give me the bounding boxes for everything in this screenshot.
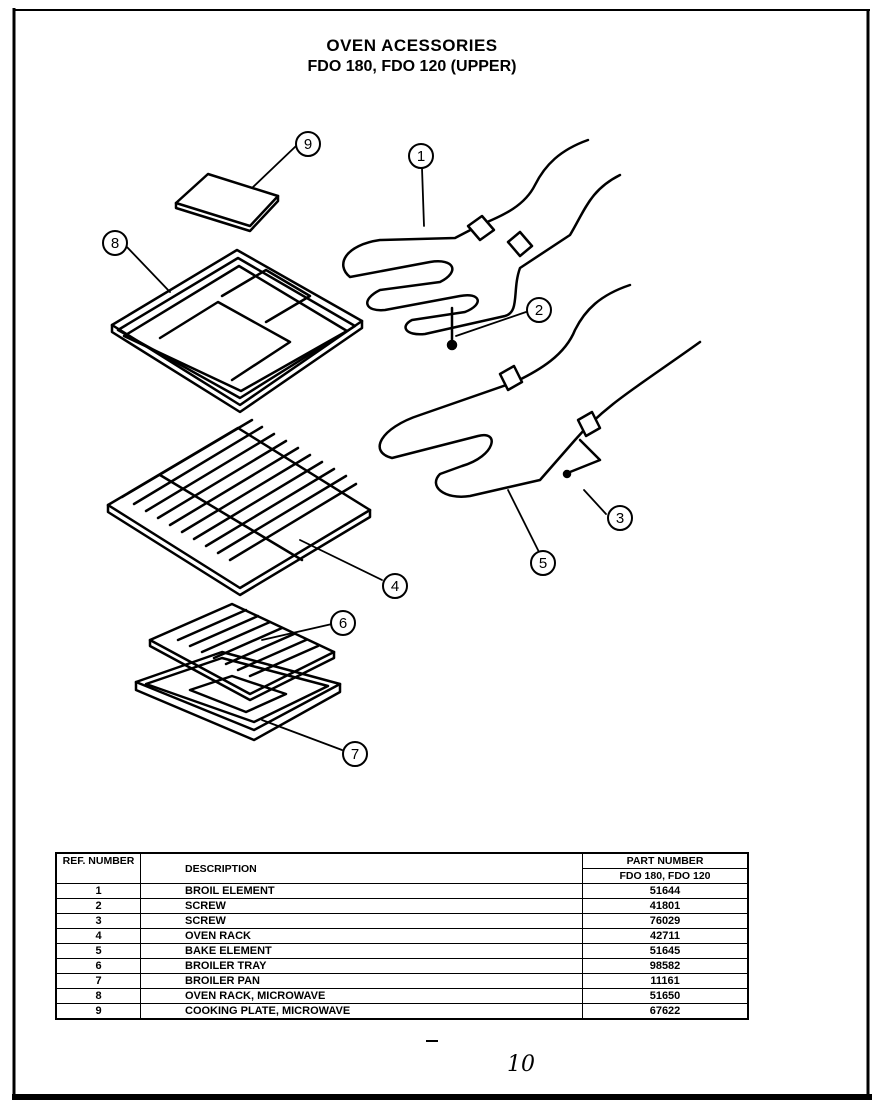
row-description: OVEN RACK, MICROWAVE — [140, 988, 583, 1004]
row-part-number: 67622 — [582, 1003, 749, 1020]
svg-text:8: 8 — [111, 235, 119, 252]
broiler-pan-part — [134, 650, 342, 742]
row-description: BROILER PAN — [140, 973, 583, 989]
title-line-1: OVEN ACESSORIES — [326, 36, 498, 55]
header-ref-number: REF. NUMBER — [55, 852, 141, 884]
handwritten-page-note: 10 — [507, 1052, 535, 1077]
callout-6: 6 — [330, 610, 356, 636]
bottom-scan-edge — [12, 1094, 872, 1100]
callout-2: 2 — [526, 297, 552, 323]
diagram-title: OVEN ACESSORIES FDO 180, FDO 120 (UPPER) — [0, 36, 824, 76]
row-description: BROIL ELEMENT — [140, 883, 583, 899]
callout-3: 3 — [607, 505, 633, 531]
row-ref: 7 — [55, 973, 141, 989]
callout-1: 1 — [408, 143, 434, 169]
table-row: 8 OVEN RACK, MICROWAVE 51650 — [55, 988, 749, 1004]
table-row: 9 COOKING PLATE, MICROWAVE 67622 — [55, 1003, 749, 1020]
broil-element-part — [342, 138, 622, 336]
svg-text:5: 5 — [539, 555, 547, 572]
table-row: 6 BROILER TRAY 98582 — [55, 958, 749, 974]
row-description: BAKE ELEMENT — [140, 943, 583, 959]
svg-text:2: 2 — [535, 302, 543, 319]
row-part-number: 11161 — [582, 973, 749, 989]
row-ref: 4 — [55, 928, 141, 944]
screw-part-3 — [562, 438, 602, 479]
row-part-number: 51645 — [582, 943, 749, 959]
row-description: SCREW — [140, 913, 583, 929]
table-row: 7 BROILER PAN 11161 — [55, 973, 749, 989]
svg-text:6: 6 — [339, 615, 347, 632]
svg-text:9: 9 — [304, 136, 312, 153]
parts-table-body: 1 BROIL ELEMENT 51644 2 SCREW 41801 3 SC… — [55, 883, 749, 1020]
row-part-number: 76029 — [582, 913, 749, 929]
parts-table: REF. NUMBER DESCRIPTION PART NUMBER FDO … — [55, 852, 749, 1020]
header-description: DESCRIPTION — [140, 852, 583, 884]
table-row: 3 SCREW 76029 — [55, 913, 749, 929]
svg-text:7: 7 — [351, 746, 359, 763]
svg-text:3: 3 — [616, 510, 624, 527]
callout-5: 5 — [530, 550, 556, 576]
row-ref: 1 — [55, 883, 141, 899]
oven-rack-part — [106, 418, 372, 597]
screw-part-2 — [446, 306, 458, 351]
row-ref: 6 — [55, 958, 141, 974]
exploded-parts-drawing: 9 8 1 2 3 5 4 6 — [102, 131, 702, 767]
callout-8: 8 — [102, 230, 128, 256]
row-part-number: 41801 — [582, 898, 749, 914]
row-part-number: 51650 — [582, 988, 749, 1004]
row-part-number: 98582 — [582, 958, 749, 974]
svg-text:4: 4 — [391, 578, 399, 595]
callout-7: 7 — [342, 741, 368, 767]
margin-mark — [426, 1040, 438, 1042]
broiler-tray-part — [148, 602, 336, 702]
row-part-number: 51644 — [582, 883, 749, 899]
callout-9: 9 — [295, 131, 321, 157]
header-models: FDO 180, FDO 120 — [582, 868, 749, 884]
row-ref: 9 — [55, 1003, 141, 1020]
row-description: BROILER TRAY — [140, 958, 583, 974]
row-ref: 8 — [55, 988, 141, 1004]
row-description: COOKING PLATE, MICROWAVE — [140, 1003, 583, 1020]
parts-table-header-row: REF. NUMBER DESCRIPTION PART NUMBER — [55, 852, 749, 884]
table-row: 2 SCREW 41801 — [55, 898, 749, 914]
row-part-number: 42711 — [582, 928, 749, 944]
row-ref: 2 — [55, 898, 141, 914]
table-row: 5 BAKE ELEMENT 51645 — [55, 943, 749, 959]
row-description: OVEN RACK — [140, 928, 583, 944]
header-part-number: PART NUMBER — [582, 852, 749, 869]
row-ref: 3 — [55, 913, 141, 929]
table-row: 1 BROIL ELEMENT 51644 — [55, 883, 749, 899]
bake-element-part — [378, 283, 702, 498]
cooking-plate-part — [174, 172, 280, 233]
parts-table-model-row: FDO 180, FDO 120 — [56, 868, 749, 884]
row-description: SCREW — [140, 898, 583, 914]
title-line-2: FDO 180, FDO 120 (UPPER) — [307, 58, 517, 75]
callout-4: 4 — [382, 573, 408, 599]
row-ref: 5 — [55, 943, 141, 959]
svg-text:1: 1 — [417, 148, 425, 165]
microwave-oven-rack-part — [110, 248, 364, 414]
table-row: 4 OVEN RACK 42711 — [55, 928, 749, 944]
